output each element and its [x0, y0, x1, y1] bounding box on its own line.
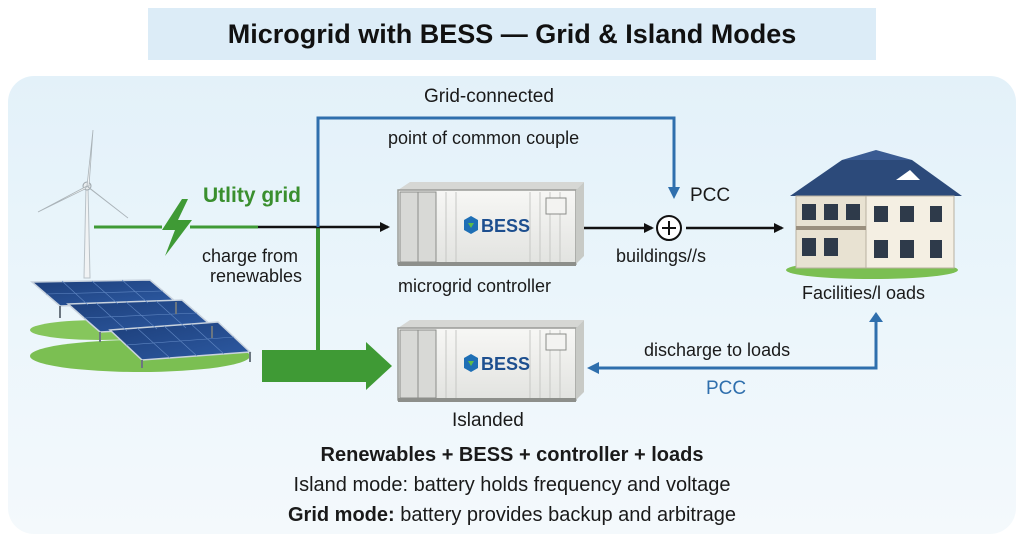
pcc-description-label: point of common couple	[388, 128, 580, 148]
grid-mode-description: battery provides backup and arbitrage	[394, 504, 736, 526]
discharge-path	[587, 318, 878, 374]
pcc-bottom-label: PCC	[706, 378, 747, 399]
footer-island-mode: Island mode: battery holds frequency and…	[293, 474, 731, 496]
pcc-node-icon	[656, 215, 682, 241]
discharge-label: discharge to loads	[644, 340, 791, 360]
title-banner	[148, 8, 876, 60]
facilities-label: Facilities/l oads	[802, 283, 926, 303]
wind-turbine-icon	[37, 129, 129, 279]
microgrid-controller-label: microgrid controller	[398, 276, 552, 296]
lightning-icon	[162, 199, 192, 256]
building-icon	[786, 150, 962, 279]
page-title: Microgrid with BESS — Grid & Island Mode…	[227, 19, 797, 49]
buildings-label: buildings//s	[616, 246, 707, 266]
renewables-to-bess-arrow	[262, 342, 392, 390]
bess-container-bottom	[397, 320, 584, 402]
utility-grid-label: Utlity grid	[203, 184, 301, 207]
islanded-label: Islanded	[452, 410, 524, 431]
bess-container-top	[397, 182, 584, 266]
grid-connected-label: Grid-connected	[424, 86, 554, 107]
renewables-label: renewables	[210, 266, 303, 286]
solar-panels-icon	[30, 279, 252, 372]
bess-bottom-label: BESS	[481, 354, 530, 374]
bess-top-label: BESS	[481, 216, 530, 236]
footer-grid-mode: Grid mode: battery provides backup and a…	[0, 504, 1024, 527]
grid-connected-path	[316, 116, 680, 227]
charge-from-label: charge from	[202, 246, 299, 266]
grid-mode-term: Grid mode:	[288, 504, 395, 526]
footer-summary: Renewables + BESS + controller + loads	[320, 444, 704, 466]
pcc-top-label: PCC	[690, 185, 731, 206]
